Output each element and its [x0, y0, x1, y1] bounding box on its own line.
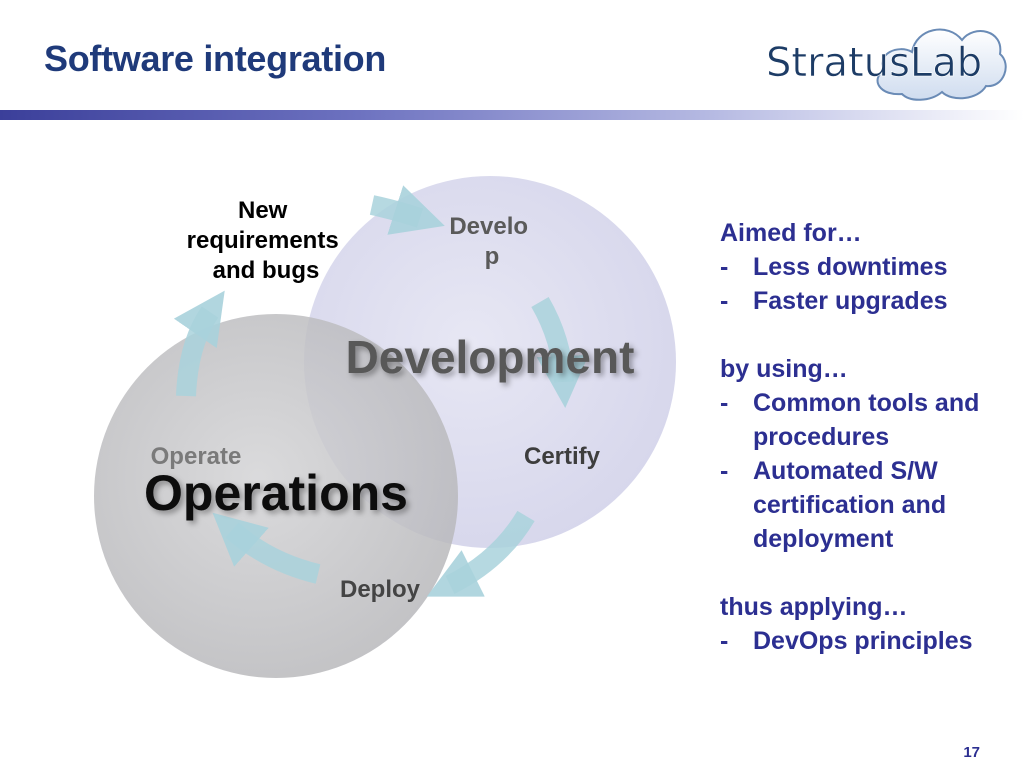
arrow-to-new-requirements: [173, 290, 225, 397]
side-panel: Aimed for… - Less downtimes - Faster upg…: [720, 216, 1020, 658]
stage-deploy: Deploy: [340, 576, 421, 603]
arrow-to-deploy: [426, 510, 535, 597]
heading-thus-applying: thus applying…: [720, 593, 908, 621]
title-underline-bar: [0, 110, 1024, 120]
operations-label: Operations: [144, 465, 408, 521]
bullet-dash: -: [720, 253, 729, 281]
devops-cycle-diagram: Development Operations New requirements …: [94, 176, 676, 678]
development-label: Development: [346, 331, 635, 383]
heading-by-using: by using…: [720, 355, 848, 383]
arrow-to-develop: [369, 185, 445, 235]
logo-text: StratusLab: [766, 40, 982, 86]
list-item: - Faster upgrades: [720, 284, 1020, 318]
bullet-dash: -: [720, 287, 729, 315]
list-item: - Automated S/W certification and deploy…: [720, 454, 1020, 556]
slide-title: Software integration: [44, 38, 387, 79]
list-item: - DevOps principles: [720, 624, 1020, 658]
cycle-arrows: [173, 185, 589, 597]
cloud-icon: [876, 28, 1007, 101]
bullet-dash: -: [720, 389, 729, 417]
list-item: - Less downtimes: [720, 250, 1020, 284]
heading-aimed-for: Aimed for…: [720, 219, 862, 247]
stage-develop: Develo p: [449, 213, 534, 270]
stage-new-requirements: New requirements and bugs: [187, 197, 346, 284]
operations-circle: [94, 314, 458, 678]
stratuslab-logo: StratusLab: [766, 28, 1007, 101]
bullet-dash: -: [720, 627, 729, 655]
bullet-dash: -: [720, 457, 729, 485]
arrow-to-certify: [531, 296, 589, 408]
stage-certify: Certify: [524, 443, 601, 470]
arrow-to-operate: [212, 512, 321, 584]
stage-operate: Operate: [151, 443, 242, 470]
page-number: 17: [963, 744, 980, 761]
list-item: - Common tools and procedures: [720, 386, 1020, 454]
